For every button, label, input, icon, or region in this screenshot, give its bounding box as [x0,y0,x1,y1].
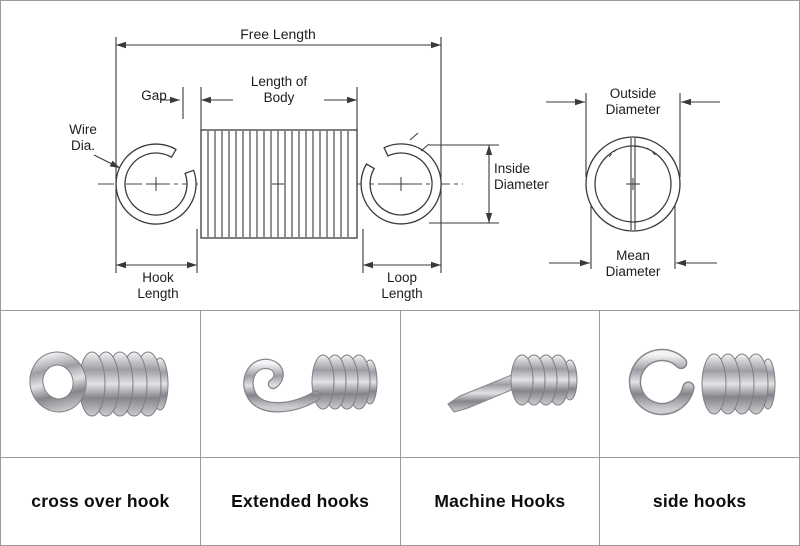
spring-end-view [585,136,681,232]
cross-over-hook-label: cross over hook [31,491,170,511]
hook-length-dimension [116,229,198,273]
hook-type-label-cell: Extended hooks [200,458,400,545]
machine-hooks-spring [447,354,578,413]
extended-hooks-spring [243,354,378,413]
mean-diameter-label: Mean Diameter [605,248,661,279]
free-length-dimension [115,37,442,273]
extended-hooks-image-cell [200,311,400,457]
hook-type-label-cell: cross over hook [1,458,200,545]
length-of-body-label: Length of Body [250,74,308,105]
side-hooks-spring-image [628,348,776,416]
dimension-diagram: Free Length Gap Length of Body Wire Dia.… [1,1,799,310]
machine-hooks-spring-image [447,354,578,413]
extended-hooks-spring-image [243,354,378,413]
length-of-body-dimension [200,87,358,130]
hook-types-table: cross over hook Extended hooks Machine H… [1,310,799,545]
machine-hooks-image-cell [400,311,600,457]
machine-hooks-label: Machine Hooks [434,491,566,511]
free-length-label: Free Length [240,26,316,42]
hook-length-label: Hook Length [137,270,179,301]
cross-over-hook-spring [29,351,169,417]
side-hooks-spring [628,348,776,416]
cross-over-hook-spring-image [29,351,169,417]
spring-outline [115,129,681,239]
spring-diagram-drawing [93,37,720,273]
inside-diameter-dimension [429,144,499,224]
wire-dia-label: Wire Dia. [69,122,97,153]
hook-type-label-cell: Machine Hooks [400,458,600,545]
wire-dia-leader [93,154,121,169]
right-hook [360,132,442,225]
coil-body [200,129,358,239]
cross-over-hook-image-cell [1,311,200,457]
gap-dimension [161,87,184,119]
loop-length-dimension [362,229,441,273]
loop-length-label: Loop Length [381,270,423,301]
outside-diameter-label: Outside Diameter [605,86,661,117]
gap-label: Gap [141,88,167,103]
hook-type-label-cell: side hooks [600,458,799,545]
left-hook [115,143,197,225]
extended-hooks-label: Extended hooks [231,491,370,511]
side-hooks-image-cell [600,311,799,457]
side-hooks-label: side hooks [652,491,747,511]
outside-diameter-dimension [546,93,720,177]
inside-diameter-label: Inside Diameter [494,161,549,192]
